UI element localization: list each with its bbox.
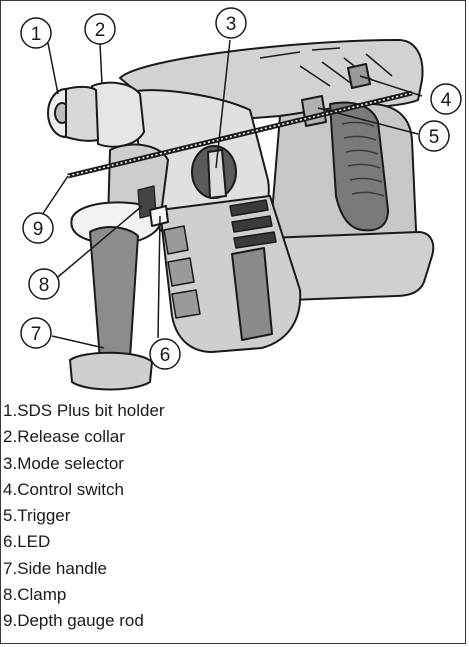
legend-label: Side handle bbox=[17, 558, 107, 578]
svg-text:3: 3 bbox=[226, 14, 237, 35]
side-vents bbox=[163, 225, 201, 319]
trigger bbox=[301, 95, 327, 127]
legend-label: Depth gauge rod bbox=[17, 611, 144, 631]
legend-label: LED bbox=[17, 532, 51, 552]
callout-3: 3 bbox=[215, 7, 247, 39]
legend-item: 5.Trigger bbox=[3, 503, 165, 529]
legend-number: 9. bbox=[3, 611, 18, 631]
tool-drawing bbox=[47, 39, 435, 391]
svg-text:2: 2 bbox=[95, 20, 106, 41]
callout-9: 9 bbox=[22, 212, 54, 244]
callout-7: 7 bbox=[20, 317, 52, 349]
legend-number: 1. bbox=[3, 401, 18, 420]
depth-gauge-rod bbox=[67, 90, 413, 179]
legend-number: 7. bbox=[3, 558, 18, 578]
svg-text:1: 1 bbox=[31, 24, 42, 45]
led-window bbox=[149, 205, 169, 227]
leader-lines bbox=[39, 39, 423, 349]
legend-label: Mode selector bbox=[17, 453, 124, 473]
svg-text:4: 4 bbox=[441, 90, 452, 111]
vent-slots bbox=[229, 199, 277, 249]
legend-item: 4.Control switch bbox=[3, 477, 165, 503]
callout-8: 8 bbox=[28, 268, 60, 300]
release-collar bbox=[91, 81, 145, 148]
legend-item: 7.Side handle bbox=[3, 556, 165, 582]
svg-text:8: 8 bbox=[39, 275, 50, 296]
svg-text:9: 9 bbox=[33, 219, 44, 240]
control-switch bbox=[347, 63, 371, 89]
legend-item: 2.Release collar bbox=[3, 424, 165, 450]
legend-number: 4. bbox=[3, 479, 18, 499]
legend-label: Release collar bbox=[17, 427, 125, 447]
legend-item: 9.Depth gauge rod bbox=[3, 608, 165, 634]
legend-number: 8. bbox=[3, 585, 18, 605]
legend-number: 2. bbox=[3, 427, 18, 447]
chuck-neck bbox=[65, 85, 99, 142]
side-handle-cap bbox=[69, 351, 153, 391]
callout-2: 2 bbox=[84, 13, 116, 45]
svg-text:7: 7 bbox=[31, 324, 42, 345]
legend-number: 3. bbox=[3, 453, 18, 473]
parts-legend: 1.SDS Plus bit holder 2.Release collar 3… bbox=[3, 398, 165, 635]
legend-number: 6. bbox=[3, 532, 18, 552]
legend-item: 1.SDS Plus bit holder bbox=[3, 398, 165, 424]
legend-item: 3.Mode selector bbox=[3, 451, 165, 477]
legend-label: Control switch bbox=[17, 479, 124, 499]
legend-item: 8.Clamp bbox=[3, 582, 165, 608]
svg-text:5: 5 bbox=[429, 127, 440, 148]
rotary-hammer-illustration: 1 2 3 4 5 6 7 8 bbox=[20, 7, 462, 391]
callout-5: 5 bbox=[418, 120, 450, 152]
brand-strip bbox=[231, 247, 273, 341]
legend-label: Trigger bbox=[17, 506, 71, 526]
legend-item: 6.LED bbox=[3, 529, 165, 555]
callout-6: 6 bbox=[149, 338, 181, 370]
legend-label: Clamp bbox=[17, 585, 67, 605]
legend-number: 5. bbox=[3, 506, 18, 526]
legend-label: SDS Plus bit holder bbox=[17, 401, 165, 420]
callout-1: 1 bbox=[20, 17, 52, 49]
grip-texture bbox=[341, 121, 385, 197]
svg-text:6: 6 bbox=[160, 345, 171, 366]
callout-4: 4 bbox=[430, 83, 462, 115]
